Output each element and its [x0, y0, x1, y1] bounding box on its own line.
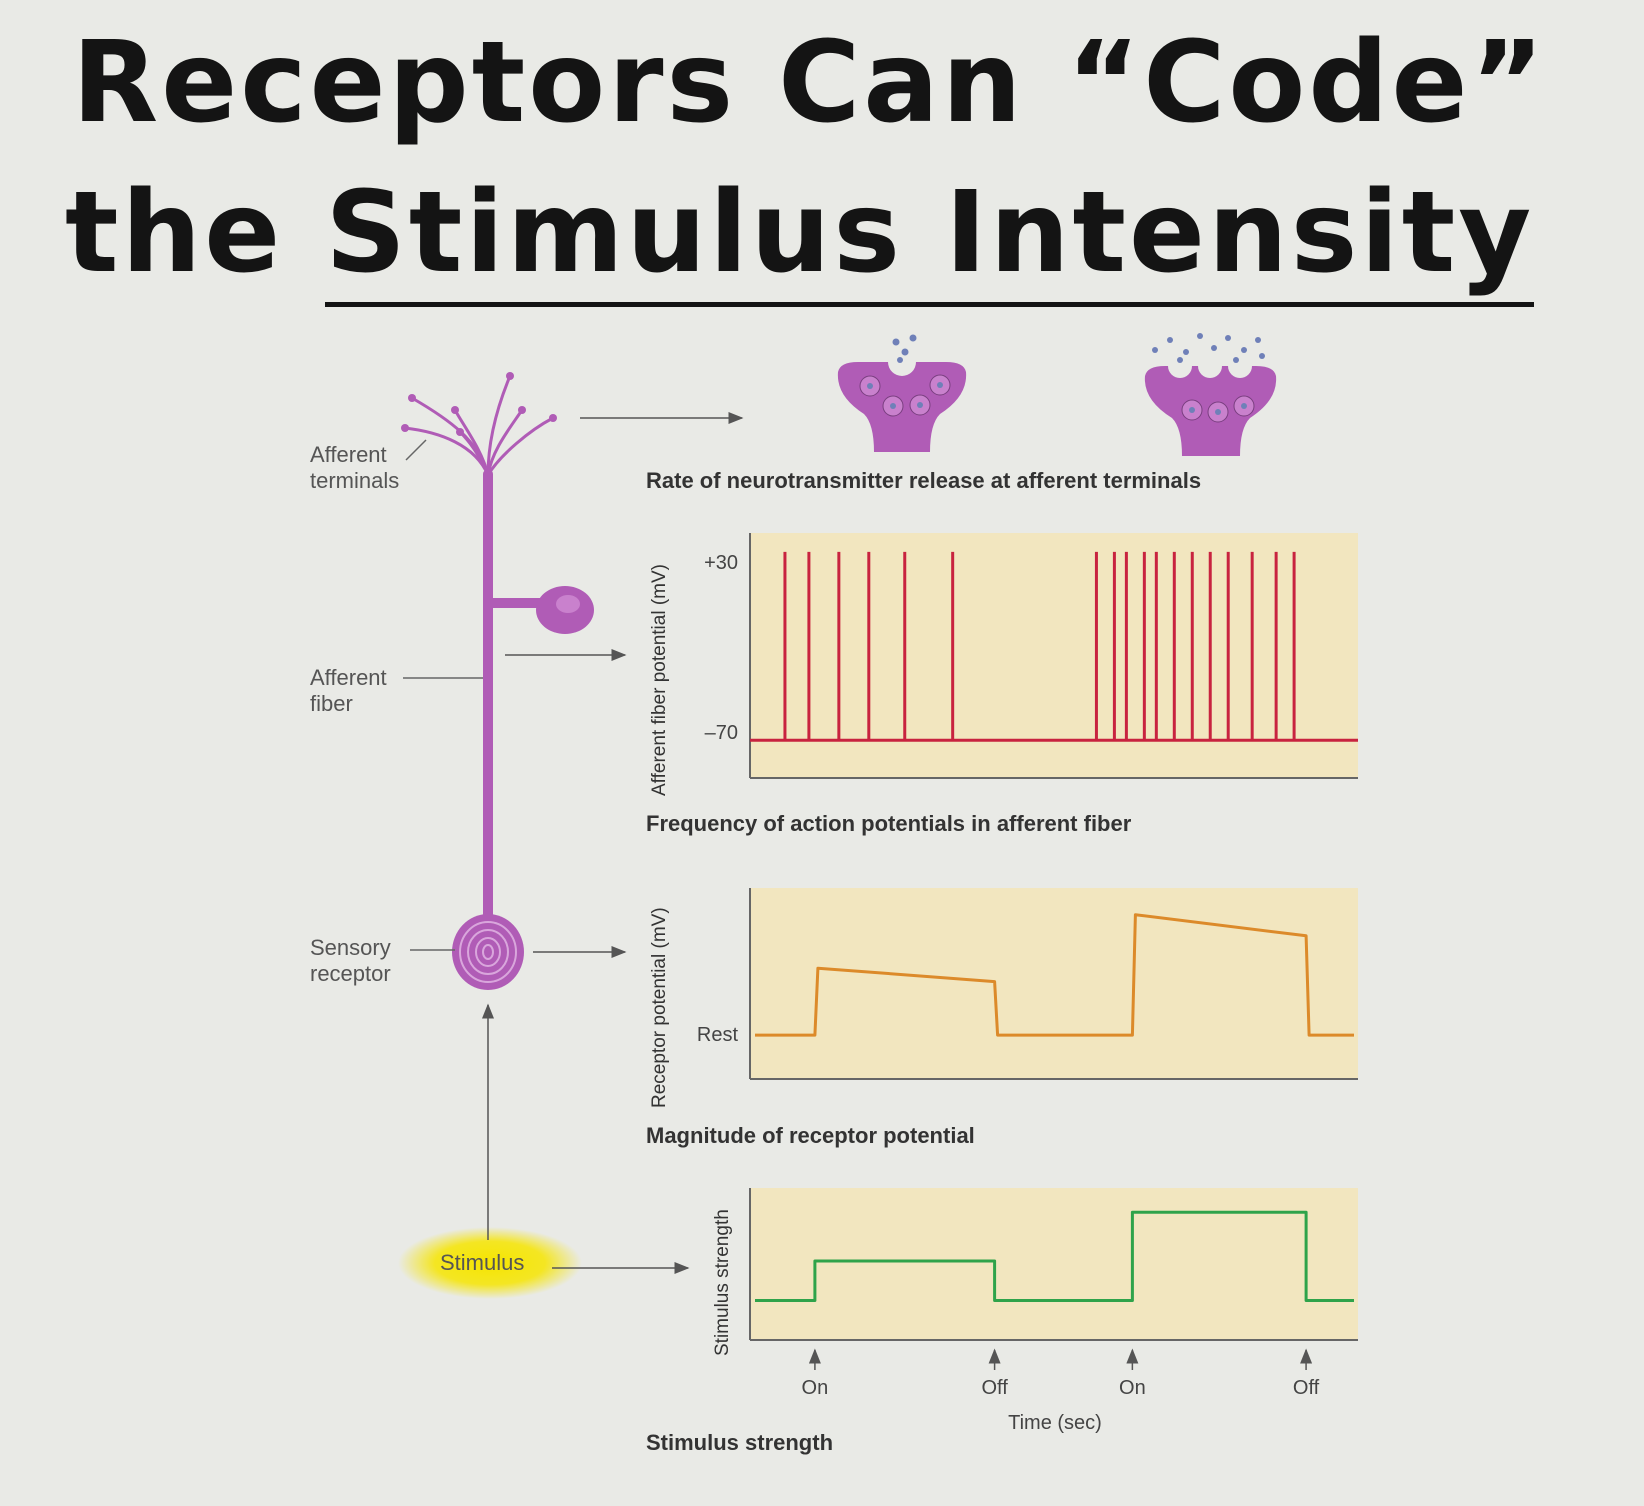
panel-receptor-potential-y-label: Receptor potential (mV): [649, 907, 670, 1108]
label-sensory-receptor-2: receptor: [310, 961, 391, 986]
panel-stimulus-strength-y-label: Stimulus strength: [712, 1209, 733, 1356]
neuron-labels: Afferent terminals Afferent fiber Sensor…: [310, 439, 483, 986]
stimulus-highlight: [398, 1227, 582, 1299]
time-marker-label-1: On: [802, 1377, 829, 1399]
ytick-plus-30: +30: [704, 552, 738, 574]
leader-afferent-terminals: [405, 439, 427, 461]
label-stimulus: Stimulus: [440, 1250, 524, 1275]
neuron: [401, 372, 594, 990]
panel-receptor-potential-background: [750, 888, 1358, 1079]
caption-stimulus-strength: Stimulus strength: [646, 1430, 833, 1455]
cell-nucleus: [556, 595, 580, 613]
caption-action-potential-frequency: Frequency of action potentials in affere…: [646, 811, 1132, 836]
panel-stimulus-strength: Stimulus strength On Off On Off Time (sec): [712, 1188, 1358, 1434]
sensory-receptor-ending: [452, 914, 524, 990]
x-axis-label-time: Time (sec): [1008, 1412, 1102, 1434]
caption-neurotransmitter-release: Rate of neurotransmitter release at affe…: [646, 468, 1201, 493]
label-sensory-receptor-1: Sensory: [310, 935, 391, 960]
receptor-potential-trace: [755, 913, 1354, 1037]
stimulus-strength-trace: [755, 1210, 1354, 1302]
panel-action-potentials: Afferent fiber potential (mV) +30 –70: [649, 533, 1358, 796]
title-line-1: Receptors Can “Code”: [72, 18, 1548, 148]
terminal-high-release: [1144, 333, 1277, 456]
caption-receptor-potential-magnitude: Magnitude of receptor potential: [646, 1123, 975, 1148]
axon-branch: [490, 598, 540, 608]
ytick-minus-70: –70: [705, 722, 738, 744]
panel-receptor-potential: Receptor potential (mV) Rest: [649, 888, 1358, 1108]
afferent-fiber-axon: [483, 470, 493, 930]
label-afferent-fiber-2: fiber: [310, 691, 353, 716]
ytick-rest: Rest: [697, 1024, 739, 1046]
panel-action-potentials-y-label: Afferent fiber potential (mV): [649, 564, 670, 796]
title-line-2: the Stimulus Intensity: [65, 168, 1535, 307]
label-afferent-terminals-2: terminals: [310, 468, 399, 493]
afferent-terminal-branches: [404, 375, 554, 476]
terminal-low-release: [837, 334, 967, 452]
label-afferent-fiber-1: Afferent: [310, 665, 387, 690]
label-afferent-terminals-1: Afferent: [310, 442, 387, 467]
title-underlined-text: Stimulus Intensity: [325, 168, 1535, 307]
title-line-2-prefix: the: [65, 168, 326, 298]
terminal-knobs: [401, 372, 557, 436]
time-marker-label-4: Off: [1293, 1377, 1320, 1399]
panel-action-potentials-background: [750, 533, 1358, 778]
time-marker-label-3: On: [1119, 1377, 1146, 1399]
time-marker-label-2: Off: [981, 1377, 1008, 1399]
receptor-lamellae: [459, 921, 517, 983]
